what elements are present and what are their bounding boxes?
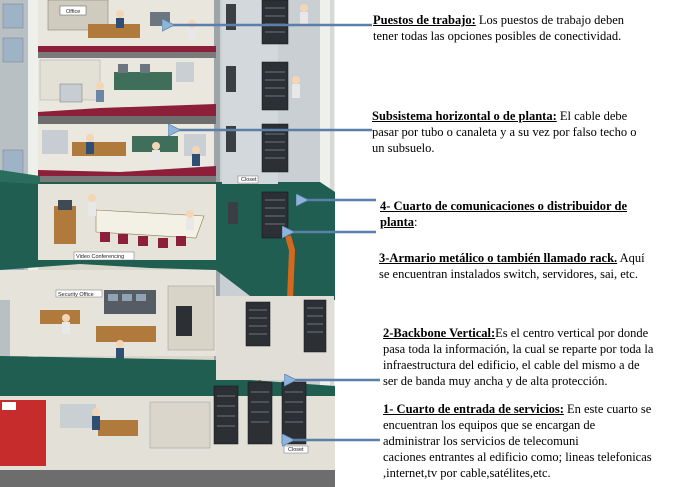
caption-backbone-line-4: ser de banda muy ancha y de alta protecc… [383,374,608,388]
caption-subsistema: Subsistema horizontal o de planta: El ca… [372,108,698,156]
caption-puestos-heading: Puestos de trabajo: [373,13,476,27]
caption-cuarto-com-heading-2: planta [380,215,415,229]
label-closet-upper: Closet [241,177,257,183]
caption-backbone-line-3: infraestructura del edificio, el cable d… [383,358,640,372]
label-office: Office [66,9,80,15]
caption-armario: 3-Armario metálico o también llamado rac… [379,250,699,282]
caption-entrada-line-5: ,internet,tv por cable,satélites,etc. [383,466,551,480]
caption-puestos-line-2: tener todas las opciones posibles de con… [373,29,622,43]
floor-1: Office [38,0,216,58]
caption-cuarto-com-tail: : [414,215,418,229]
caption-subsistema-line-1: El cable debe [559,109,628,123]
label-video-conferencing: Video Conferencing [76,254,124,260]
floor-4: Video Conferencing [38,184,216,261]
caption-subsistema-line-3: un subsuelo. [372,141,435,155]
floor-basement: Closet [0,381,335,487]
caption-cuarto-com-heading-1: 4- Cuarto de comunicaciones o distribuid… [380,199,627,213]
caption-armario-line-2: se encuentran instalados switch, servido… [379,267,638,281]
label-security-office: Security Office [58,292,94,298]
caption-subsistema-heading: Subsistema horizontal o de planta: [372,109,557,123]
caption-entrada-heading: 1- Cuarto de entrada de servicios: [383,402,564,416]
caption-backbone-line-1: Es el centro vertical por donde [495,326,649,340]
caption-entrada: 1- Cuarto de entrada de servicios: En es… [383,401,699,481]
label-closet-lower: Closet [288,447,304,453]
floor-3 [38,124,216,182]
caption-backbone: 2-Backbone Vertical:Es el centro vertica… [383,325,699,389]
riser-closets-middle [216,296,334,380]
caption-entrada-line-4: caciones entrantes al edificio como; lin… [383,450,652,464]
pointer-arrows [172,25,380,440]
caption-entrada-line-3: administrar los servicios de telecomuni [383,434,579,448]
caption-puestos: Puestos de trabajo: Los puestos de traba… [373,12,699,44]
caption-entrada-line-2: encuentran los equipos que se encargan d… [383,418,596,432]
caption-armario-line-1: Aquí [619,251,645,265]
caption-armario-heading: 3-Armario metálico o también llamado rac… [379,251,618,265]
caption-subsistema-line-2: pasar por tubo o canaleta y a su vez por… [372,125,637,139]
caption-backbone-heading: 2-Backbone Vertical: [383,326,496,340]
caption-puestos-line-1: Los puestos de trabajo deben [478,13,624,27]
caption-cuarto-com: 4- Cuarto de comunicaciones o distribuid… [380,198,698,230]
caption-entrada-line-1: En este cuarto se [567,402,652,416]
floor-2 [38,58,216,124]
floor-5: Security Office [0,270,216,360]
caption-backbone-line-2: pasa toda la información, la cual se rep… [383,342,654,356]
